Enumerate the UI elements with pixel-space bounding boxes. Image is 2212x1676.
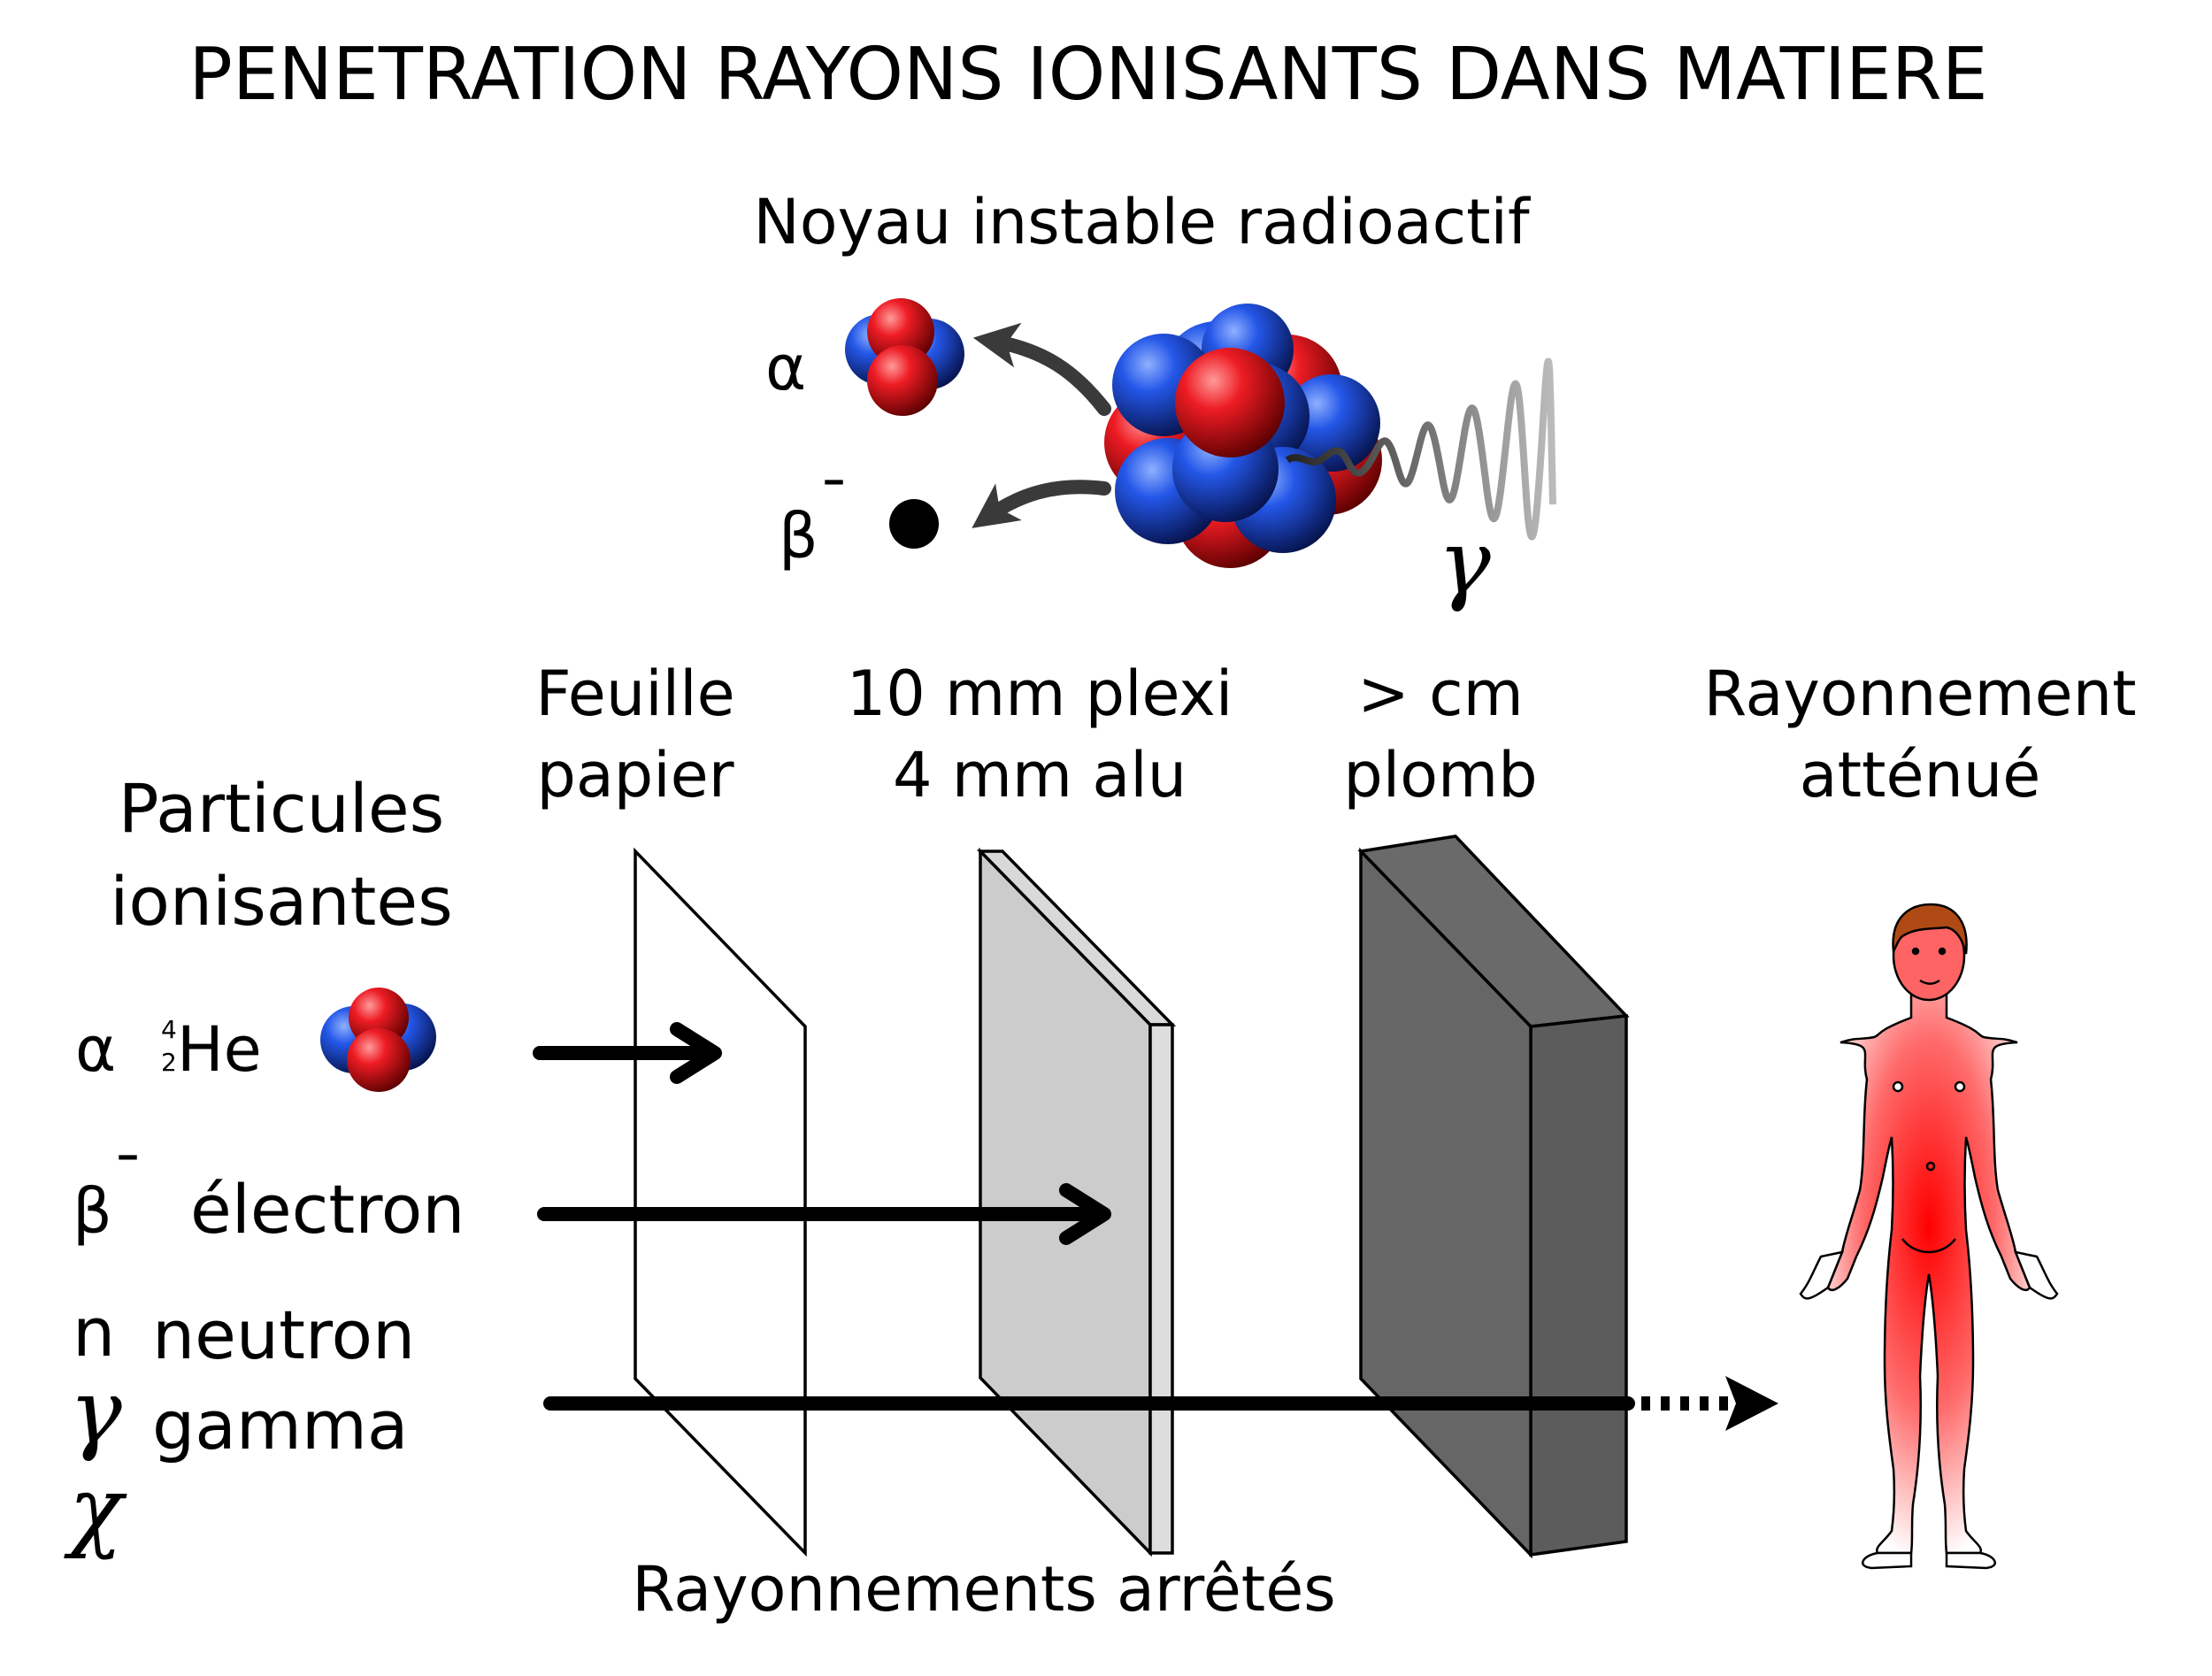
neutron-name: neutron — [152, 1295, 415, 1374]
nucleus-alpha-particle — [845, 298, 964, 416]
attenuated-label-line1: Rayonnement — [1703, 657, 2136, 730]
gamma-name: gamma — [152, 1386, 408, 1465]
beta-sign: ¯ — [112, 1144, 143, 1217]
alpha-symbol: α — [75, 1013, 116, 1086]
alpha-arrow-head — [670, 1022, 722, 1084]
nucleus-electron — [889, 499, 939, 549]
alpha-particle-icon — [320, 988, 436, 1092]
nucleus-label: Noyau instable radioactif — [753, 186, 1531, 258]
chi-symbol: χ — [64, 1457, 127, 1561]
alpha-emission-arrow — [972, 322, 1111, 416]
paper-sheet — [634, 847, 807, 1557]
beta-name: électron — [190, 1170, 465, 1249]
beta-symbol: β — [73, 1175, 112, 1248]
nucleus-alpha-symbol: α — [765, 332, 806, 404]
nucleus-beta-symbol: β — [779, 500, 818, 573]
gamma-wave — [1285, 357, 1556, 541]
nucleus-beta-sign: ¯ — [818, 469, 849, 542]
alpha-atomic-number: 2 — [161, 1048, 177, 1077]
particles-heading-line2: ionisantes — [110, 862, 452, 941]
lead-label-line2: plomb — [1343, 739, 1537, 811]
page-title: PENETRATION RAYONS IONISANTS DANS MATIER… — [188, 33, 1987, 117]
lead-label-line1: > cm — [1357, 657, 1524, 730]
unstable-nucleus — [1104, 304, 1382, 568]
human-figure-icon — [1799, 903, 2059, 1570]
alpha-element: He — [177, 1013, 262, 1086]
alpha-mass-number: 4 — [161, 1015, 177, 1044]
lead-block — [1357, 834, 1630, 1559]
penetrating-arrow-head — [1725, 1376, 1778, 1431]
attenuated-label-line2: atténué — [1800, 739, 2041, 811]
neutron-symbol: n — [73, 1293, 115, 1372]
paper-label-line1: Feuille — [535, 657, 734, 730]
paper-label-line2: papier — [536, 739, 733, 811]
plexi-label-line1: 10 mm plexi — [847, 657, 1233, 730]
gamma-symbol: γ — [69, 1360, 122, 1464]
stopped-label: Rayonnements arrêtés — [632, 1553, 1336, 1626]
particles-heading-line1: Particules — [119, 769, 445, 848]
nucleus-gamma-symbol: γ — [1438, 511, 1491, 614]
plexi-label-line2: 4 mm alu — [893, 739, 1187, 811]
plexi-sheet — [976, 847, 1177, 1557]
beta-arrow-head — [1059, 1183, 1111, 1245]
beta-emission-arrow — [972, 480, 1111, 528]
